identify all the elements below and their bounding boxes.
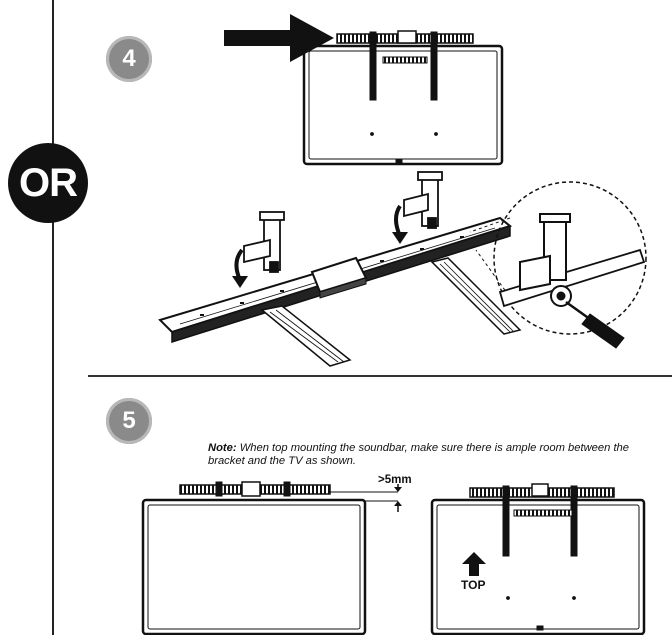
step-5-badge: 5 (106, 398, 152, 444)
detail-zoom-circle (469, 181, 647, 335)
top-orientation-label: TOP (461, 578, 486, 592)
clamp-left-illustration (243, 211, 285, 273)
note-text: When top mounting the soundbar, make sur… (208, 442, 630, 467)
clamp-right-illustration (403, 171, 443, 229)
rotate-arrow-icon (232, 248, 248, 288)
tv-gap-illustration (141, 481, 398, 635)
section-divider (88, 375, 672, 377)
direction-arrow-icon (224, 14, 334, 62)
rotate-arrow-icon (392, 204, 408, 244)
mounting-note: Note: When top mounting the soundbar, ma… (208, 442, 648, 468)
tv-back-illustration (430, 483, 646, 635)
left-divider-line (52, 0, 54, 635)
gap-measurement-arrows (394, 484, 402, 512)
up-arrow-icon (462, 552, 486, 576)
step-4-badge: 4 (106, 36, 152, 82)
soundbar-rail-illustration (158, 216, 522, 367)
tv-top-mount-illustration (302, 30, 504, 166)
screwdriver-icon (565, 300, 625, 349)
gap-measurement-label: >5mm (378, 474, 412, 486)
or-badge: OR (8, 143, 88, 223)
note-label: Note: (208, 442, 237, 454)
